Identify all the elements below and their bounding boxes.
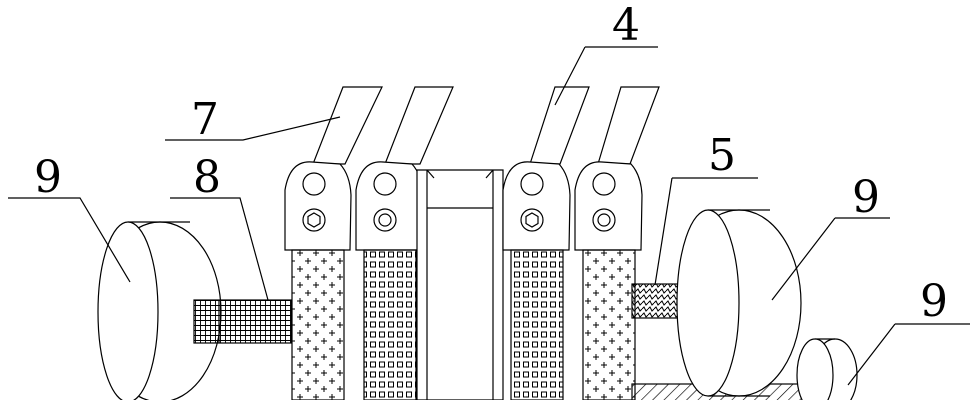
label-9-right: 9: [852, 172, 880, 223]
label-5: 5: [708, 130, 736, 181]
arm-3: [502, 86, 590, 400]
label-9-small: 9: [920, 276, 948, 327]
label-7: 7: [191, 94, 219, 145]
right-roller: [676, 209, 802, 397]
arm-2: [355, 86, 454, 400]
left-connector: [193, 299, 292, 344]
small-roller: [796, 338, 858, 400]
label-4: 4: [612, 0, 640, 51]
label-9-left: 9: [34, 152, 62, 203]
left-roller: [97, 221, 222, 400]
center-block: [416, 169, 504, 400]
arm-1: [284, 86, 383, 400]
arm-4: [574, 86, 660, 400]
leader-lines: [8, 46, 970, 386]
label-8: 8: [193, 152, 221, 203]
